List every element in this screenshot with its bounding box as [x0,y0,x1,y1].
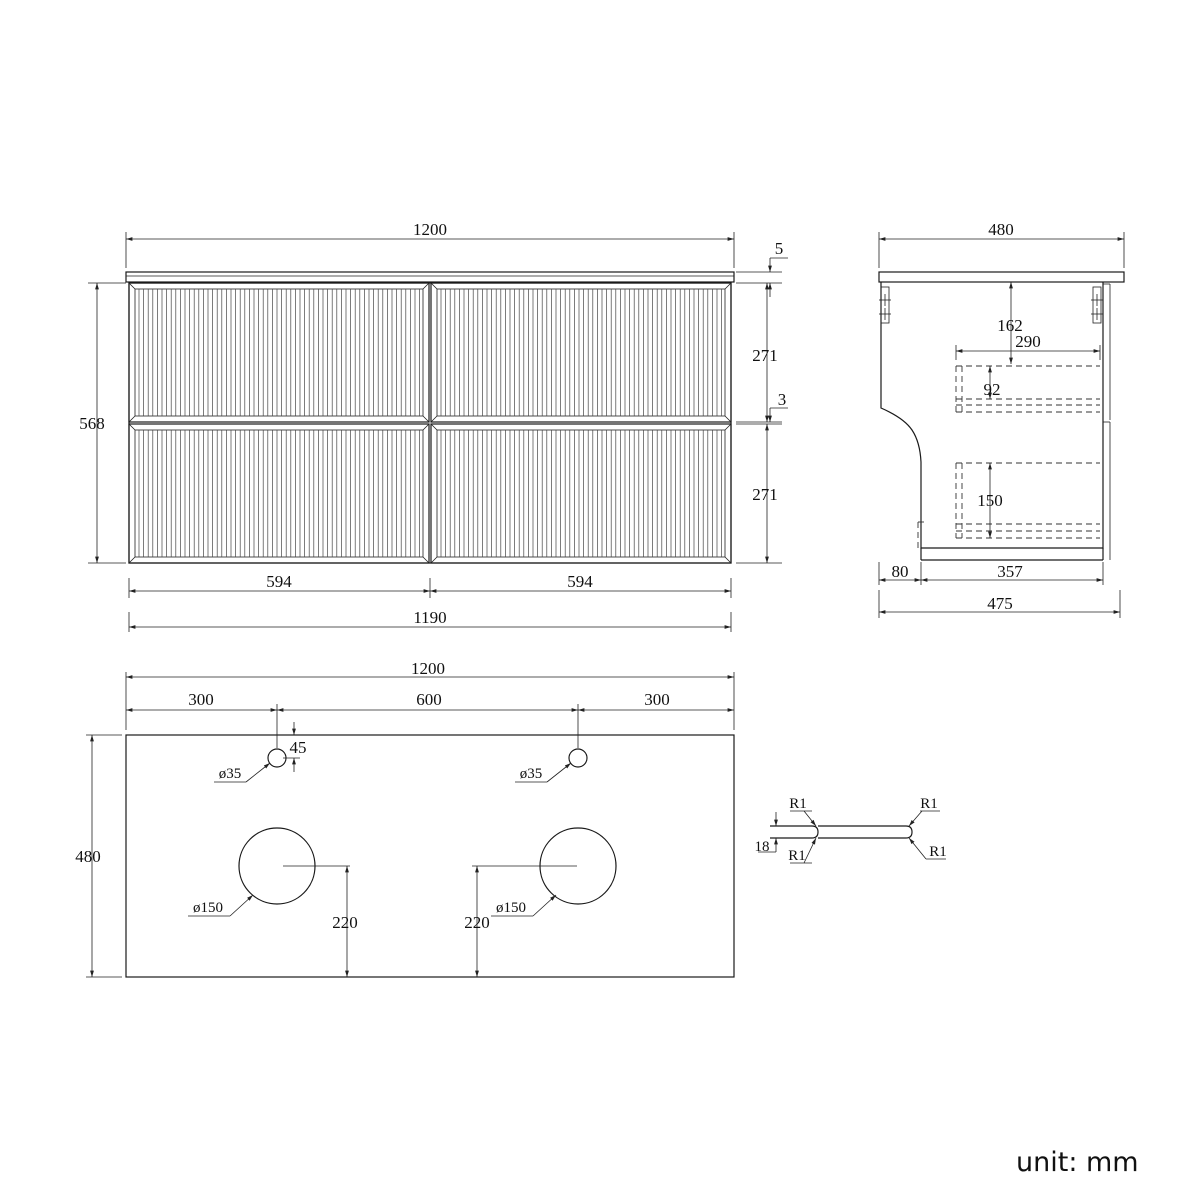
basin-hole-left-label: ø150 [193,900,223,916]
dim-upper-drawer-label: 92 [984,380,1001,399]
dim-top-thickness-label: 5 [775,239,784,258]
radius-top-left-label: R1 [789,796,807,812]
dim-front-width-label: 1200 [413,220,447,239]
dim-edge-right-label: 300 [644,690,670,709]
top-countertop-outline [125,734,735,978]
drawer-panel-top-right [430,282,732,423]
dim-door-right-label: 594 [567,572,593,591]
fluted-texture [138,289,722,557]
leader-basin-right: ø150 [491,894,557,917]
tap-hole-left-label: ø35 [219,766,242,782]
dim-top-width-label: 1200 [411,659,445,678]
front-countertop [125,271,735,283]
dim-door-left-label: 594 [266,572,292,591]
top-view: 1200 300 600 300 45 480 [75,659,735,978]
radius-top-right-label: R1 [920,796,938,812]
dim-side-bottom: 80 357 [878,562,1104,585]
dim-edge-left-label: 300 [188,690,214,709]
dim-body-depth: 475 [878,590,1121,618]
dim-front-height: 568 [79,282,126,564]
leader-tap-left: ø35 [214,762,271,783]
dim-basin-offset-left-label: 220 [332,913,358,932]
lower-drawer-box [917,462,1100,548]
dim-center-spacing-label: 600 [416,690,442,709]
dim-top-thickness: 5 [736,239,788,297]
dim-top-depth: 480 [75,734,122,978]
edge-thickness-label: 18 [755,839,770,855]
dim-basin-offset-right-label: 220 [464,913,490,932]
front-cabinet-body [128,282,732,564]
dim-lower-drawer: 150 [977,463,1003,538]
dim-body-width-label: 1190 [413,608,446,627]
wall-bracket-right [1091,286,1103,324]
tap-hole-right-label: ø35 [520,766,543,782]
side-view: 480 162 290 92 150 [878,220,1125,618]
dim-upper-drawer: 92 [984,366,1001,399]
dim-body-width: 1190 [128,608,732,632]
dim-front-width: 1200 [125,220,735,268]
basin-hole-right-label: ø150 [496,900,526,916]
edge-profile-shape [770,825,819,839]
dim-top-depth-label: 480 [75,847,101,866]
dim-drawer-bottom-label: 271 [752,485,778,504]
dim-tap-offset: 45 [283,722,307,772]
tap-hole-right [568,748,588,768]
drawer-panel-bottom-right [430,423,732,564]
dim-drawer-gap-label: 3 [778,390,787,409]
side-cabinet-body [880,282,1104,549]
radius-bottom-left-label: R1 [788,848,806,864]
dim-drawer-depth: 290 [955,332,1101,360]
leader-basin-left: ø150 [188,894,254,917]
dim-drawer-heights: 271 3 271 [736,283,788,564]
dim-front-height-label: 568 [79,414,105,433]
dim-tap-offset-label: 45 [290,738,307,757]
dim-drawer-depth-label: 290 [1015,332,1041,351]
dim-top-clearance: 162 [997,282,1023,364]
dim-body-depth-label: 475 [987,594,1013,613]
dim-hole-spacing: 300 600 300 [126,690,734,748]
wall-bracket-left [879,286,891,324]
dim-door-widths: 594 594 [128,572,732,598]
edge-profile: 18 R1 R1 R1 R1 [755,796,947,864]
dim-side-depth: 480 [878,220,1125,268]
radius-bottom-right-label: R1 [929,844,947,860]
upper-drawer-box [955,365,1100,413]
drawer-panel-bottom-left [128,423,430,564]
drawer-panel-top-left [128,282,430,423]
side-countertop [878,271,1125,283]
dim-setback-label: 80 [892,562,909,581]
dim-basin-offset-left: 220 [332,866,358,977]
dim-side-depth-label: 480 [988,220,1014,239]
dim-top-clearance-label: 162 [997,316,1023,335]
dim-top-width: 1200 [125,659,735,730]
dim-lower-drawer-label: 150 [977,491,1003,510]
dim-drawer-run-label: 357 [997,562,1023,581]
unit-label: unit: mm [1016,1147,1139,1178]
front-view: 1200 5 568 271 3 271 [79,220,788,632]
dim-basin-offset-right: 220 [464,866,490,977]
dim-drawer-top-label: 271 [752,346,778,365]
leader-tap-right: ø35 [515,762,572,783]
